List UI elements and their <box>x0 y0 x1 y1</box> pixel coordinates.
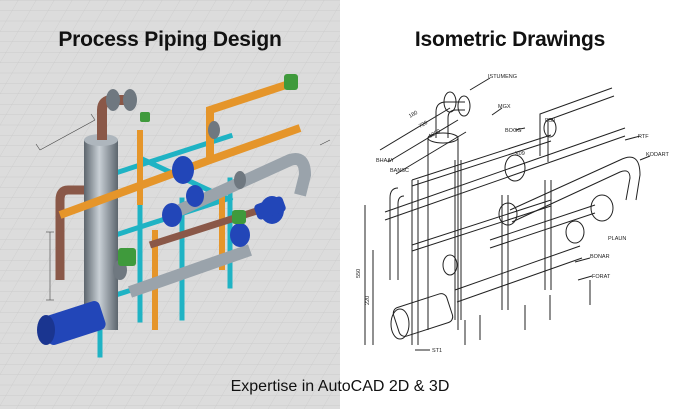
dim-220: 220 <box>365 296 371 305</box>
dim-180: 180 <box>408 110 419 120</box>
right-panel-title: Isometric Drawings <box>414 28 606 51</box>
label-st1: ST1 <box>432 348 442 354</box>
piping-3d-panel: Process Piping Design <box>0 0 340 409</box>
label-d50: D50 <box>545 118 555 124</box>
label-rtf: RTF <box>638 134 649 140</box>
label-x09: X09 <box>515 151 525 157</box>
label-bonar: BONAR <box>590 254 610 260</box>
piping-3d-illustration <box>0 0 340 409</box>
label-plaun: PLAUN <box>608 236 626 242</box>
label-istumeng: ISTUMENG <box>488 74 517 80</box>
isometric-drawing-panel: ISTUMENG MGX BOGG D50 X09 BHAAY BANSC RT… <box>340 0 680 409</box>
label-bansc: BANSC <box>390 168 409 174</box>
label-mgx: MGX <box>498 104 511 110</box>
left-panel-title: Process Piping Design <box>58 28 282 51</box>
label-kodart: KODART <box>646 152 669 158</box>
dim-720: 720 <box>418 120 429 130</box>
isometric-drawing-illustration: ISTUMENG MGX BOGG D50 X09 BHAAY BANSC RT… <box>356 74 669 354</box>
label-forat: FORAT <box>592 274 611 280</box>
caption: Expertise in AutoCAD 2D & 3D <box>230 378 450 395</box>
dim-1200: 1200 <box>428 128 442 139</box>
label-bogg: BOGG <box>505 128 522 134</box>
label-bhaay: BHAAY <box>376 158 395 164</box>
dim-550: 550 <box>356 269 362 278</box>
